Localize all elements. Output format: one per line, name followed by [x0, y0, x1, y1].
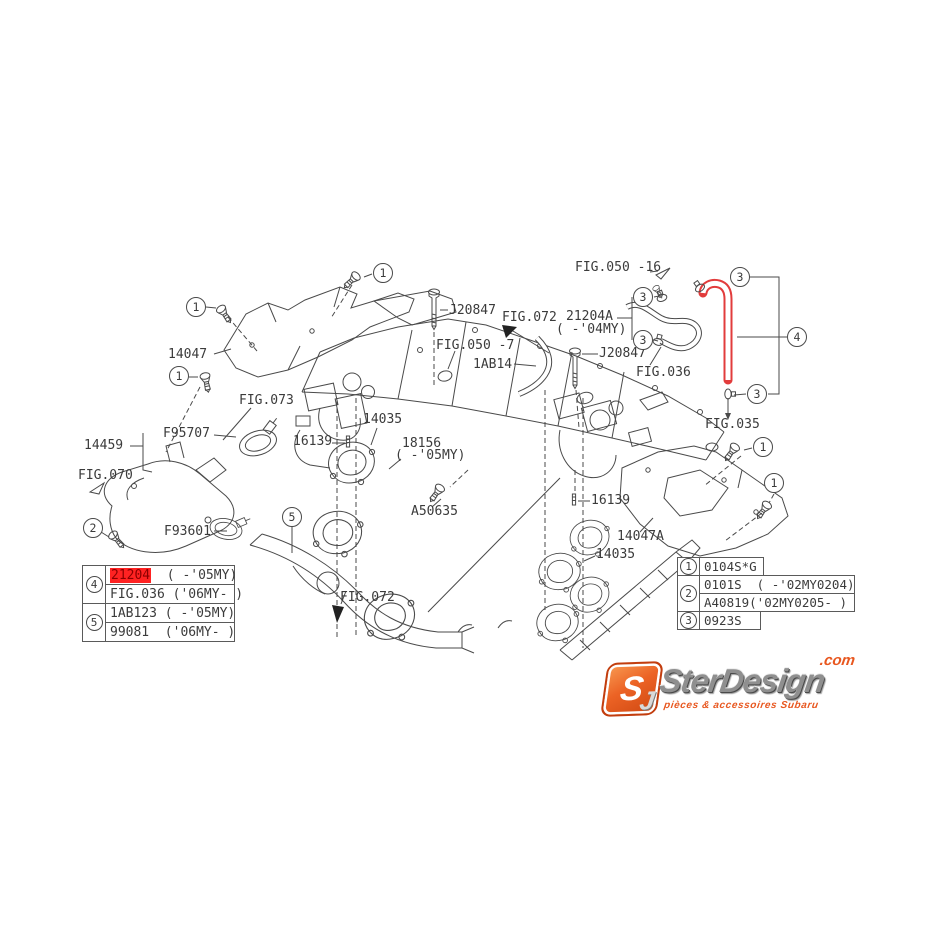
clamp-f93601 [207, 507, 254, 545]
hose-1ab14 [517, 335, 553, 397]
legend-row: 21204 ( -'05MY) [105, 565, 238, 585]
label-1ab14: 1AB14 [473, 357, 513, 372]
callout-3: 3 [747, 384, 767, 404]
label-fig072-bottom: FIG.072 [340, 590, 395, 605]
legend-row: 0101S ( -'02MY0204) [699, 575, 855, 594]
logo-tagline: pièces & accessoires Subaru [663, 700, 820, 711]
legend-callout-3: 3 [680, 612, 697, 629]
logo-tld: .com [818, 652, 857, 669]
legend-row: 0923S [699, 611, 761, 630]
label-f95707: F95707 [163, 426, 210, 441]
callout-2: 2 [83, 518, 103, 538]
hose-21204-highlighted [691, 278, 736, 400]
legend-callout-4: 4 [85, 576, 103, 593]
label-fig035: FIG.035 [705, 417, 760, 432]
leader-lines [95, 270, 787, 605]
label-f93601: F93601 [164, 524, 211, 539]
callout-3: 3 [633, 330, 653, 350]
callout-1: 1 [753, 437, 773, 457]
callout-3: 3 [730, 267, 750, 287]
highlighted-part-21204: 21204 [110, 567, 152, 583]
gasket-stack-left [309, 441, 418, 644]
construction-lines [165, 284, 775, 648]
label-j20847-mid: J20847 [599, 346, 646, 361]
label-14459: 14459 [84, 438, 124, 453]
logo-icon-letter2: J [637, 685, 657, 716]
label-14035-right: 14035 [596, 547, 636, 562]
legend-row: 99081 ('06MY- ) [105, 622, 235, 642]
heat-shield-14047 [223, 286, 457, 378]
label-fig070: FIG.070 [78, 468, 133, 483]
logo-icon: S J [600, 661, 664, 717]
label-21204a-note: ( -'04MY) [556, 322, 627, 337]
label-fig050-16: FIG.050 -16 [575, 260, 662, 275]
legend-row: 0104S*G [699, 557, 764, 576]
label-fig072-top: FIG.072 [502, 310, 557, 325]
part-note: ( -'05MY) [151, 567, 238, 583]
label-j20847-top: J20847 [449, 303, 496, 318]
callout-4: 4 [787, 327, 807, 347]
valve-cover-strip [559, 539, 701, 661]
label-fig036: FIG.036 [636, 365, 691, 380]
callout-3: 3 [633, 287, 653, 307]
label-18156: 18156 [402, 436, 442, 451]
legend-row: A40819('02MY0205- ) [699, 593, 855, 612]
legend-row: FIG.036 ('06MY- ) [105, 584, 243, 604]
legend-callout-2: 2 [680, 585, 697, 602]
callout-1: 1 [764, 473, 784, 493]
callout-5: 5 [282, 507, 302, 527]
gasket-stack-right [535, 519, 612, 644]
label-14035-left: 14035 [363, 412, 403, 427]
intake-duct-fig070 [103, 441, 235, 553]
figure-arrows [88, 267, 731, 623]
legend-callout-1: 1 [680, 558, 697, 575]
label-21204a: 21204A [566, 309, 613, 324]
legend-row: 1AB123 ( -'05MY) [105, 603, 235, 623]
hose-21204a [625, 288, 702, 352]
throttle-body-right [553, 391, 669, 478]
label-14047a: 14047A [617, 529, 664, 544]
throttle-body-left [294, 372, 375, 469]
legend-callout-5: 5 [85, 614, 103, 631]
label-16139-left: 16139 [293, 434, 333, 449]
callout-1: 1 [186, 297, 206, 317]
label-14047: 14047 [168, 347, 208, 362]
label-18156-note: ( -'05MY) [395, 448, 466, 463]
callout-1: 1 [373, 263, 393, 283]
callout-1: 1 [169, 366, 189, 386]
clamp-f95707 [232, 413, 289, 461]
label-a50635: A50635 [411, 504, 458, 519]
logo-brand-text: SterDesign [657, 662, 827, 699]
label-16139-right: 16139 [591, 493, 631, 508]
label-fig050-7: FIG.050 -7 [436, 338, 515, 353]
label-fig073: FIG.073 [239, 393, 294, 408]
